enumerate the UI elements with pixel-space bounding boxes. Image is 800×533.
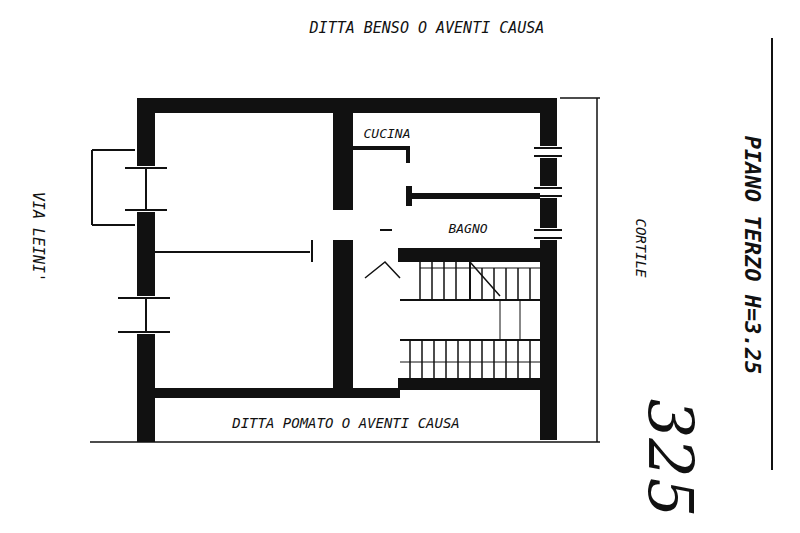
courtyard-label: CORTILE [634,218,648,277]
handwritten-number: 325 [639,399,701,517]
neighbor-label: DITTA BENSO O AVENTI CAUSA [310,21,545,36]
street-label: VIA LEINI' [30,192,45,282]
neighbor-label: DITTA POMATO O AVENTI CAUSA [232,416,460,430]
room-label: CUCINA [364,127,411,140]
room-label: BAGNO [448,222,487,235]
floor-title: PIANO TERZO H=3.25 [741,136,763,374]
